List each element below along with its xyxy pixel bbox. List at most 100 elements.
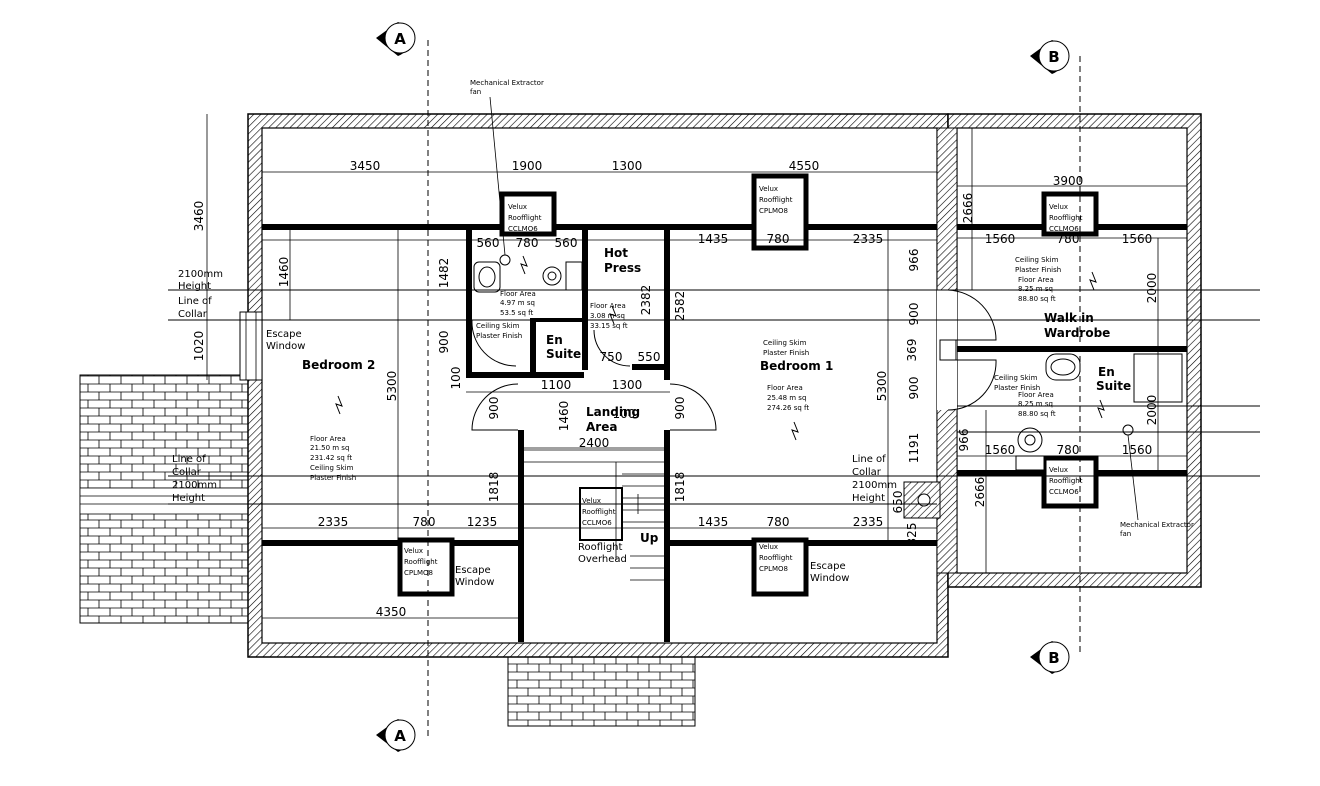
dimension-lines — [206, 114, 1187, 619]
section-a-label-top: A — [394, 30, 406, 48]
note-2100-right-1: 2100mm — [852, 480, 897, 491]
area-wardrobe-5: 88.80 sq ft — [1018, 295, 1056, 303]
dim-325: 325 — [905, 523, 919, 546]
note-escape-bottom-left-1: Escape — [455, 565, 491, 576]
velux-5-line3: CPLMO8 — [759, 565, 788, 573]
area-ensa-ceiling-1: Ceiling Skim — [476, 322, 520, 330]
area-bed1-3: 274.26 sq ft — [767, 404, 809, 412]
dim-2335-bottom-right: 2335 — [853, 515, 884, 529]
room-hot-press-line1: Hot — [604, 246, 628, 260]
note-fan-top-1: Mechanical Extractor — [470, 79, 544, 87]
area-bed2-5: Plaster Finish — [310, 474, 356, 482]
dim-1560-c: 1560 — [985, 443, 1016, 457]
area-bed1-1: Floor Area — [767, 384, 803, 392]
velux-3-line1: Velux — [1049, 203, 1068, 211]
velux-7-line3: CCLMO6 — [582, 519, 612, 527]
section-lines — [427, 40, 1081, 736]
area-ensb-3: Floor Area — [1018, 391, 1054, 399]
roof-tiles-left — [79, 374, 249, 624]
section-marker-a-top: A — [376, 22, 416, 56]
dim-2666-bottom: 2666 — [973, 477, 987, 508]
section-marker-b-bottom: B — [1030, 641, 1070, 674]
area-ensb-4: 8.25 m sq — [1018, 400, 1053, 408]
room-walkin-line2: Wardrobe — [1044, 326, 1110, 340]
area-bed2-3: 231.42 sq ft — [310, 454, 352, 462]
dim-3460: 3460 — [192, 201, 206, 232]
note-fan-top-2: fan — [470, 88, 481, 96]
velux-3-line2: Roofflight — [1049, 214, 1083, 222]
room-ensuite-b-line1: En — [1098, 365, 1115, 379]
dim-2382: 2382 — [639, 285, 653, 316]
area-ensa-2: 4.97 m sq — [500, 299, 535, 307]
area-bed2-2: 21.50 m sq — [310, 444, 349, 452]
room-bedroom-1: Bedroom 1 — [760, 359, 833, 373]
area-bed1-ceiling-1: Ceiling Skim — [763, 339, 807, 347]
dim-5300-right: 5300 — [875, 371, 889, 402]
room-labels: Bedroom 2 Bedroom 1 En Suite Hot Press L… — [302, 246, 1131, 434]
velux-4-line2: Roofflight — [404, 558, 438, 566]
dim-780-d: 780 — [413, 515, 436, 529]
area-ensa-ceiling-2: Plaster Finish — [476, 332, 522, 340]
note-2100-height-left-1: 2100mm — [178, 269, 223, 280]
dim-780-f: 780 — [1057, 443, 1080, 457]
note-fan-right-2: fan — [1120, 530, 1131, 538]
room-ensuite-a-line2: Suite — [546, 347, 581, 361]
dim-560-b: 560 — [555, 236, 578, 250]
door-swings — [471, 289, 997, 431]
velux-1-line3: CCLMO6 — [508, 225, 538, 233]
dim-1460-landing: 1460 — [557, 401, 571, 432]
dim-560-a: 560 — [477, 236, 500, 250]
area-bed1-2: 25.48 m sq — [767, 394, 806, 402]
note-escape-left-2: Window — [266, 341, 305, 352]
dim-1300-top: 1300 — [612, 159, 643, 173]
dim-100-left: 100 — [449, 367, 463, 390]
note-escape-bottom-right-1: Escape — [810, 561, 846, 572]
dim-1818-left: 1818 — [487, 472, 501, 503]
velux-2-line1: Velux — [759, 185, 778, 193]
dim-900-d: 900 — [907, 303, 921, 326]
dim-1300-mid: 1300 — [612, 378, 643, 392]
dim-1818-right: 1818 — [673, 472, 687, 503]
area-wardrobe-3: Floor Area — [1018, 276, 1054, 284]
note-escape-bottom-left-2: Window — [455, 577, 494, 588]
dimension-labels-vertical: 3460 1460 1020 1482 900 100 5300 900 146… — [192, 193, 1159, 546]
dim-1100: 1100 — [541, 378, 572, 392]
dim-2582: 2582 — [673, 291, 687, 322]
dim-1560-a: 1560 — [985, 232, 1016, 246]
dim-1560-b: 1560 — [1122, 232, 1153, 246]
room-landing-line2: Area — [586, 420, 617, 434]
dim-1460-left: 1460 — [277, 257, 291, 288]
area-hot-3: 33.15 sq ft — [590, 322, 628, 330]
dim-369: 369 — [905, 339, 919, 362]
area-bed2-4: Ceiling Skim — [310, 464, 354, 472]
section-b-label-bottom: B — [1048, 649, 1059, 667]
note-collar-right-1: Line of — [852, 454, 886, 465]
dim-750: 750 — [600, 350, 623, 364]
slope-marks — [335, 255, 1105, 441]
section-marker-a-bottom: A — [376, 719, 416, 752]
note-2100-height-left-2: Height — [178, 281, 211, 292]
area-bed1-ceiling-2: Plaster Finish — [763, 349, 809, 357]
velux-2-line2: Roofflight — [759, 196, 793, 204]
section-b-label-top: B — [1048, 48, 1059, 66]
velux-3-line3: CCLMO6 — [1049, 225, 1079, 233]
area-bed2-1: Floor Area — [310, 435, 346, 443]
note-stairs-up: Up — [640, 531, 659, 545]
area-wardrobe-1: Ceiling Skim — [1015, 256, 1059, 264]
room-landing-line1: Landing — [586, 405, 640, 419]
velux-4-line1: Velux — [404, 547, 423, 555]
dim-4550: 4550 — [789, 159, 820, 173]
room-ensuite-b-line2: Suite — [1096, 379, 1131, 393]
note-collar-left-1: Line of — [178, 296, 212, 307]
velux-labels: Velux Roofflight CCLMO6 Velux Roofflight… — [404, 185, 1083, 577]
velux-5-line1: Velux — [759, 543, 778, 551]
dim-780-c: 780 — [1057, 232, 1080, 246]
velux-6-line2: Roofflight — [1049, 477, 1083, 485]
dim-5300-left: 5300 — [385, 371, 399, 402]
room-hot-press-line2: Press — [604, 261, 641, 275]
room-ensuite-a-line1: En — [546, 333, 563, 347]
staircase — [524, 449, 664, 581]
area-wardrobe-2: Plaster Finish — [1015, 266, 1061, 274]
room-bedroom-2: Bedroom 2 — [302, 358, 375, 372]
floor-area-notes: Floor Area 21.50 m sq 231.42 sq ft Ceili… — [310, 256, 1061, 482]
